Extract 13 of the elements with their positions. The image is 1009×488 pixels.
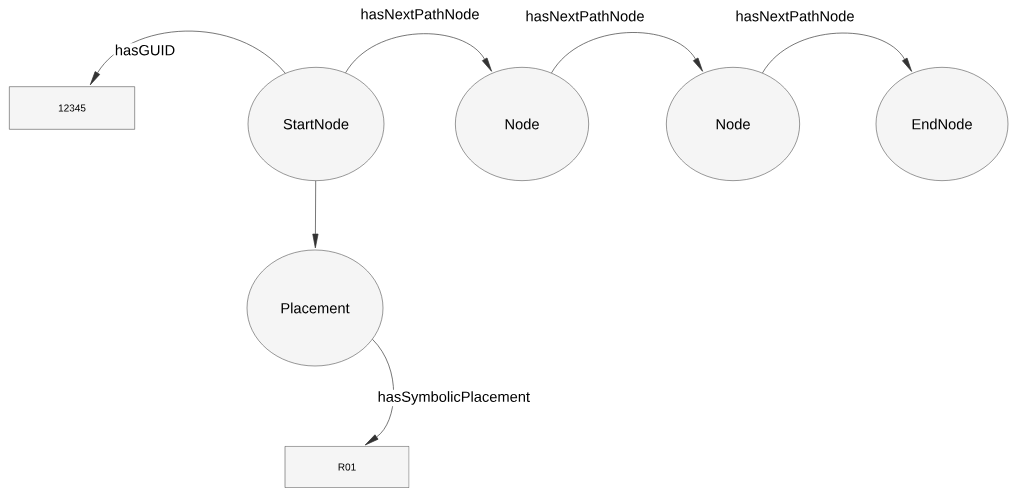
arrow [89, 30, 286, 86]
arrow [312, 180, 319, 249]
edge-label: hasNextPathNode [734, 9, 856, 23]
edge-label: hasNextPathNode [359, 7, 481, 21]
value-box: 12345 [9, 86, 135, 130]
edge-label: hasGUID [113, 43, 177, 57]
arrow [345, 33, 492, 74]
arrow [762, 32, 912, 74]
arrow [551, 32, 703, 74]
edge-label: hasSymbolicPlacement [376, 389, 532, 407]
arrow [364, 339, 394, 446]
value-box: R01 [284, 446, 410, 488]
edge-label: hasNextPathNode [524, 9, 646, 23]
